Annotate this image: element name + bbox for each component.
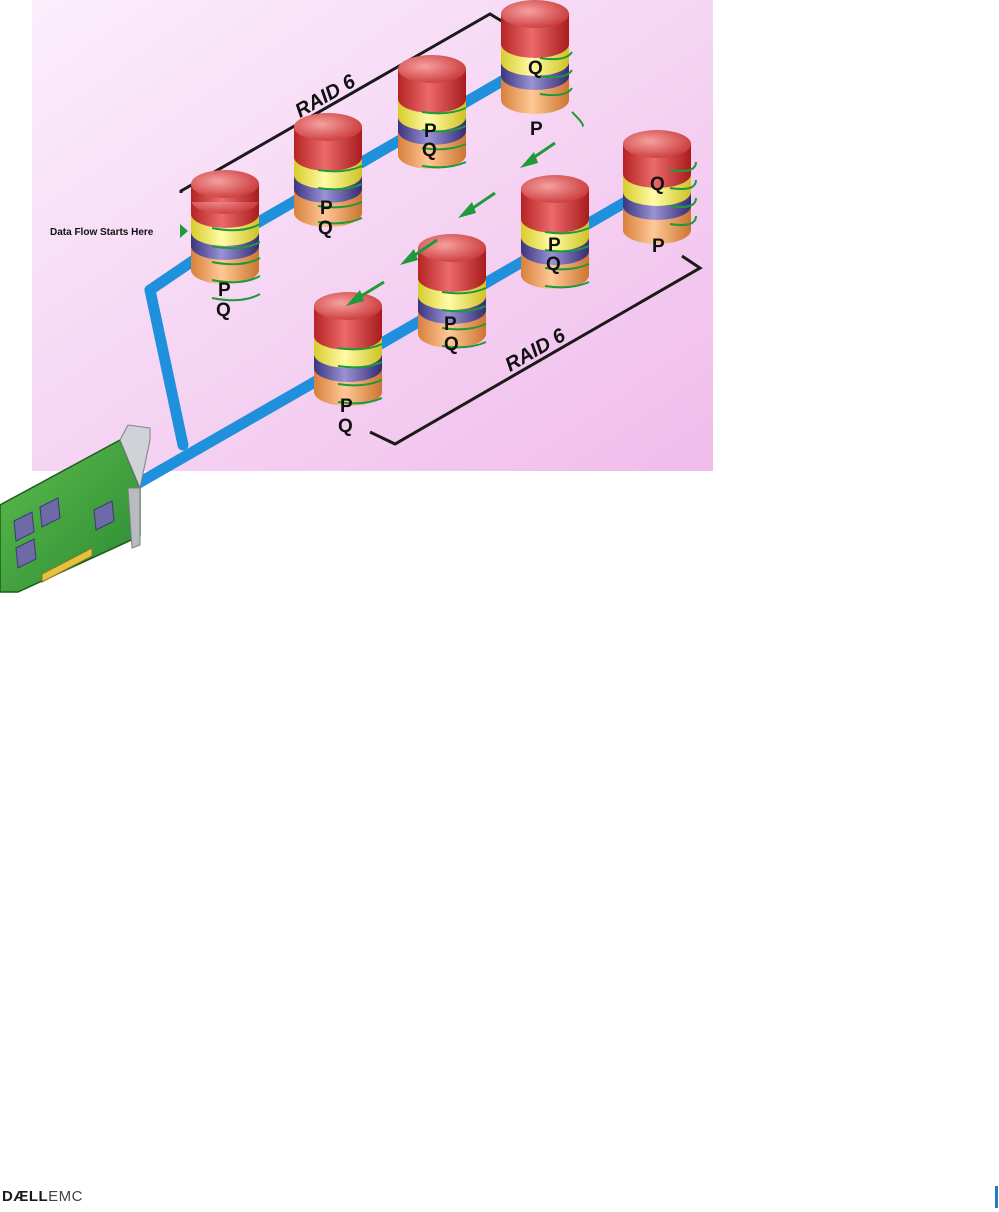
parity-q-label: Q — [546, 254, 561, 275]
raid-bracket-bottom — [369, 254, 703, 446]
parity-p-label: P — [548, 235, 561, 256]
disk-drive — [294, 113, 362, 227]
data-flow-label: Data Flow Starts Here — [50, 227, 154, 238]
raid-60-diagram: P Q P Q P Q Q P P Q P Q P Q Q P RAID 6 R… — [0, 0, 713, 593]
parity-p-label: P — [444, 314, 457, 335]
parity-q-label: Q — [338, 416, 353, 437]
swirl-arrow-icons — [211, 51, 697, 405]
parity-q-label: Q — [650, 174, 665, 195]
parity-p-label: P — [424, 121, 437, 142]
disk-drive — [501, 0, 569, 114]
parity-q-label: Q — [318, 218, 333, 239]
parity-p-label: P — [530, 119, 543, 140]
dell-emc-logo: DÆLLEMC — [2, 1188, 84, 1205]
flow-arrow-icons — [180, 141, 556, 306]
parity-q-label: Q — [216, 300, 231, 321]
parity-p-label: P — [652, 236, 665, 257]
parity-q-label: Q — [444, 334, 459, 355]
parity-p-label: P — [340, 396, 353, 417]
data-flow-pointer-icon — [180, 224, 188, 238]
page-marker — [995, 1186, 998, 1208]
parity-q-label: Q — [528, 58, 543, 79]
parity-p-label: P — [218, 280, 231, 301]
parity-q-label: Q — [422, 140, 437, 161]
raid-controller-card — [0, 424, 151, 593]
disk-drive — [623, 130, 691, 244]
disk-drive — [398, 55, 466, 169]
disk-drive — [191, 170, 259, 284]
parity-p-label: P — [320, 198, 333, 219]
